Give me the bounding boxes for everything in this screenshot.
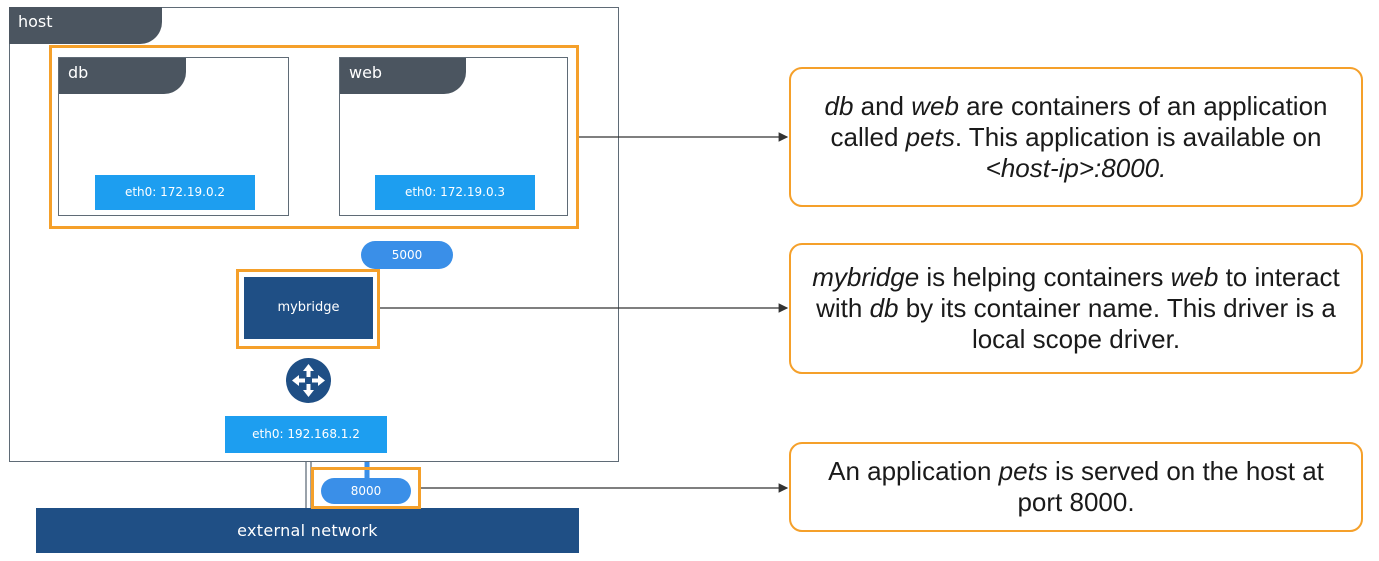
callout-text-part: to interact with: [816, 262, 1340, 323]
callout-text-part: is helping containers: [919, 262, 1171, 292]
callout-text-part: db: [869, 293, 899, 323]
callout-text: db and web are containers of an applicat…: [805, 91, 1347, 184]
callout-port: An application pets is served on the hos…: [789, 442, 1363, 532]
callout-containers: db and web are containers of an applicat…: [789, 67, 1363, 207]
callout-text-part: pets: [905, 121, 955, 152]
callout-bridge: mybridge is helping containers web to in…: [789, 243, 1363, 374]
callout-text-part: mybridge: [812, 262, 920, 292]
callout-text-part: are containers of an application called: [830, 90, 1328, 152]
db-interface: eth0: 172.19.0.2: [95, 175, 255, 210]
db-container-label: db: [59, 58, 186, 94]
callout-text: mybridge is helping containers web to in…: [805, 262, 1347, 355]
web-interface: eth0: 172.19.0.3: [375, 175, 535, 210]
port-highlight: [311, 467, 421, 509]
host-interface: eth0: 192.168.1.2: [225, 416, 387, 453]
bridge-highlight: [236, 269, 380, 349]
callout-text-part: An application: [828, 456, 999, 486]
callout-text-part: . This application is available on: [954, 121, 1322, 152]
callout-text-part: pets: [998, 456, 1048, 486]
callout-text-part: and: [853, 90, 912, 121]
callout-text-part: web: [911, 90, 959, 121]
callout-text-part: db: [824, 90, 854, 121]
bridge-network: mybridge: [244, 277, 373, 339]
web-port: 5000: [361, 241, 453, 269]
callout-text-part: <host-ip>:8000.: [985, 152, 1167, 183]
web-container-label: web: [340, 58, 466, 94]
callout-text-part: web: [1170, 262, 1219, 292]
host-port: 8000: [321, 478, 411, 504]
host-label: host: [9, 7, 162, 44]
containers-highlight: [49, 45, 579, 229]
callout-text-part: by its container name. This driver is a …: [898, 293, 1336, 354]
callout-text-part: is served on the host at port 8000.: [1017, 456, 1324, 517]
external-network: external network: [36, 508, 579, 553]
router-icon: [286, 358, 331, 403]
callout-text: An application pets is served on the hos…: [805, 456, 1347, 518]
